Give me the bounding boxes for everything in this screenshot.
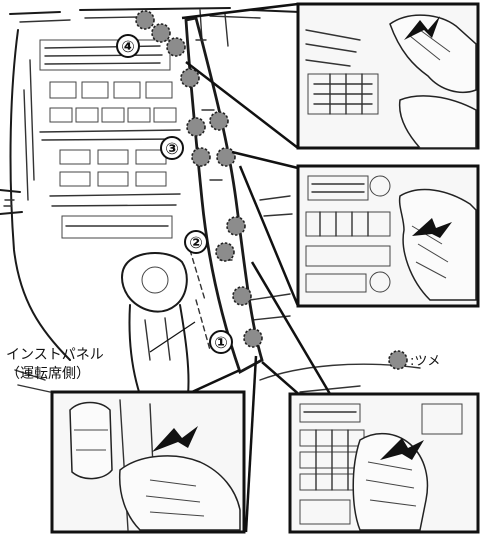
svg-text:④: ④ bbox=[121, 37, 135, 56]
svg-text:①: ① bbox=[214, 333, 228, 352]
svg-text:②: ② bbox=[189, 233, 203, 252]
panel-label-line1: インストパネル bbox=[6, 347, 104, 363]
clip-markers bbox=[135, 10, 263, 348]
clip-marker bbox=[226, 216, 246, 236]
pull-arrow-icon bbox=[404, 16, 440, 40]
clip-marker bbox=[186, 117, 206, 137]
step-4-badge: ④ bbox=[116, 34, 140, 58]
hand-drawing bbox=[398, 188, 477, 301]
clip-marker bbox=[180, 68, 200, 88]
svg-text:③: ③ bbox=[165, 139, 179, 158]
hand-drawing bbox=[118, 455, 241, 531]
panel-label-line2: （運転席側） bbox=[6, 366, 90, 382]
pull-arrow-icon bbox=[152, 426, 198, 452]
legend: :ツメ bbox=[388, 350, 440, 370]
clip-marker bbox=[216, 147, 236, 167]
clip-marker bbox=[209, 111, 229, 131]
pull-arrow-icon bbox=[380, 438, 424, 460]
legend-text: :ツメ bbox=[410, 354, 440, 369]
clip-marker bbox=[215, 242, 235, 262]
center-stack bbox=[23, 39, 181, 239]
clip-marker bbox=[232, 286, 252, 306]
inset-step-2 bbox=[288, 392, 480, 534]
instrument-panel-trim bbox=[184, 16, 264, 375]
clip-marker bbox=[135, 10, 155, 30]
inset-step-3 bbox=[296, 164, 480, 308]
inset-step-1 bbox=[50, 390, 246, 534]
clip-marker bbox=[151, 23, 171, 43]
clip-marker bbox=[243, 328, 263, 348]
step-1-badge: ① bbox=[209, 330, 233, 354]
clip-marker bbox=[166, 37, 186, 57]
gear-shift bbox=[121, 252, 190, 396]
dashboard-illustration bbox=[0, 7, 421, 396]
inset-step-4 bbox=[296, 2, 480, 150]
step-2-badge: ② bbox=[184, 230, 208, 254]
clip-icon bbox=[388, 350, 408, 370]
pull-arrow-icon bbox=[412, 218, 452, 238]
panel-label: インストパネル （運転席側） bbox=[6, 321, 196, 382]
clip-marker bbox=[191, 147, 211, 167]
step-3-badge: ③ bbox=[160, 136, 184, 160]
